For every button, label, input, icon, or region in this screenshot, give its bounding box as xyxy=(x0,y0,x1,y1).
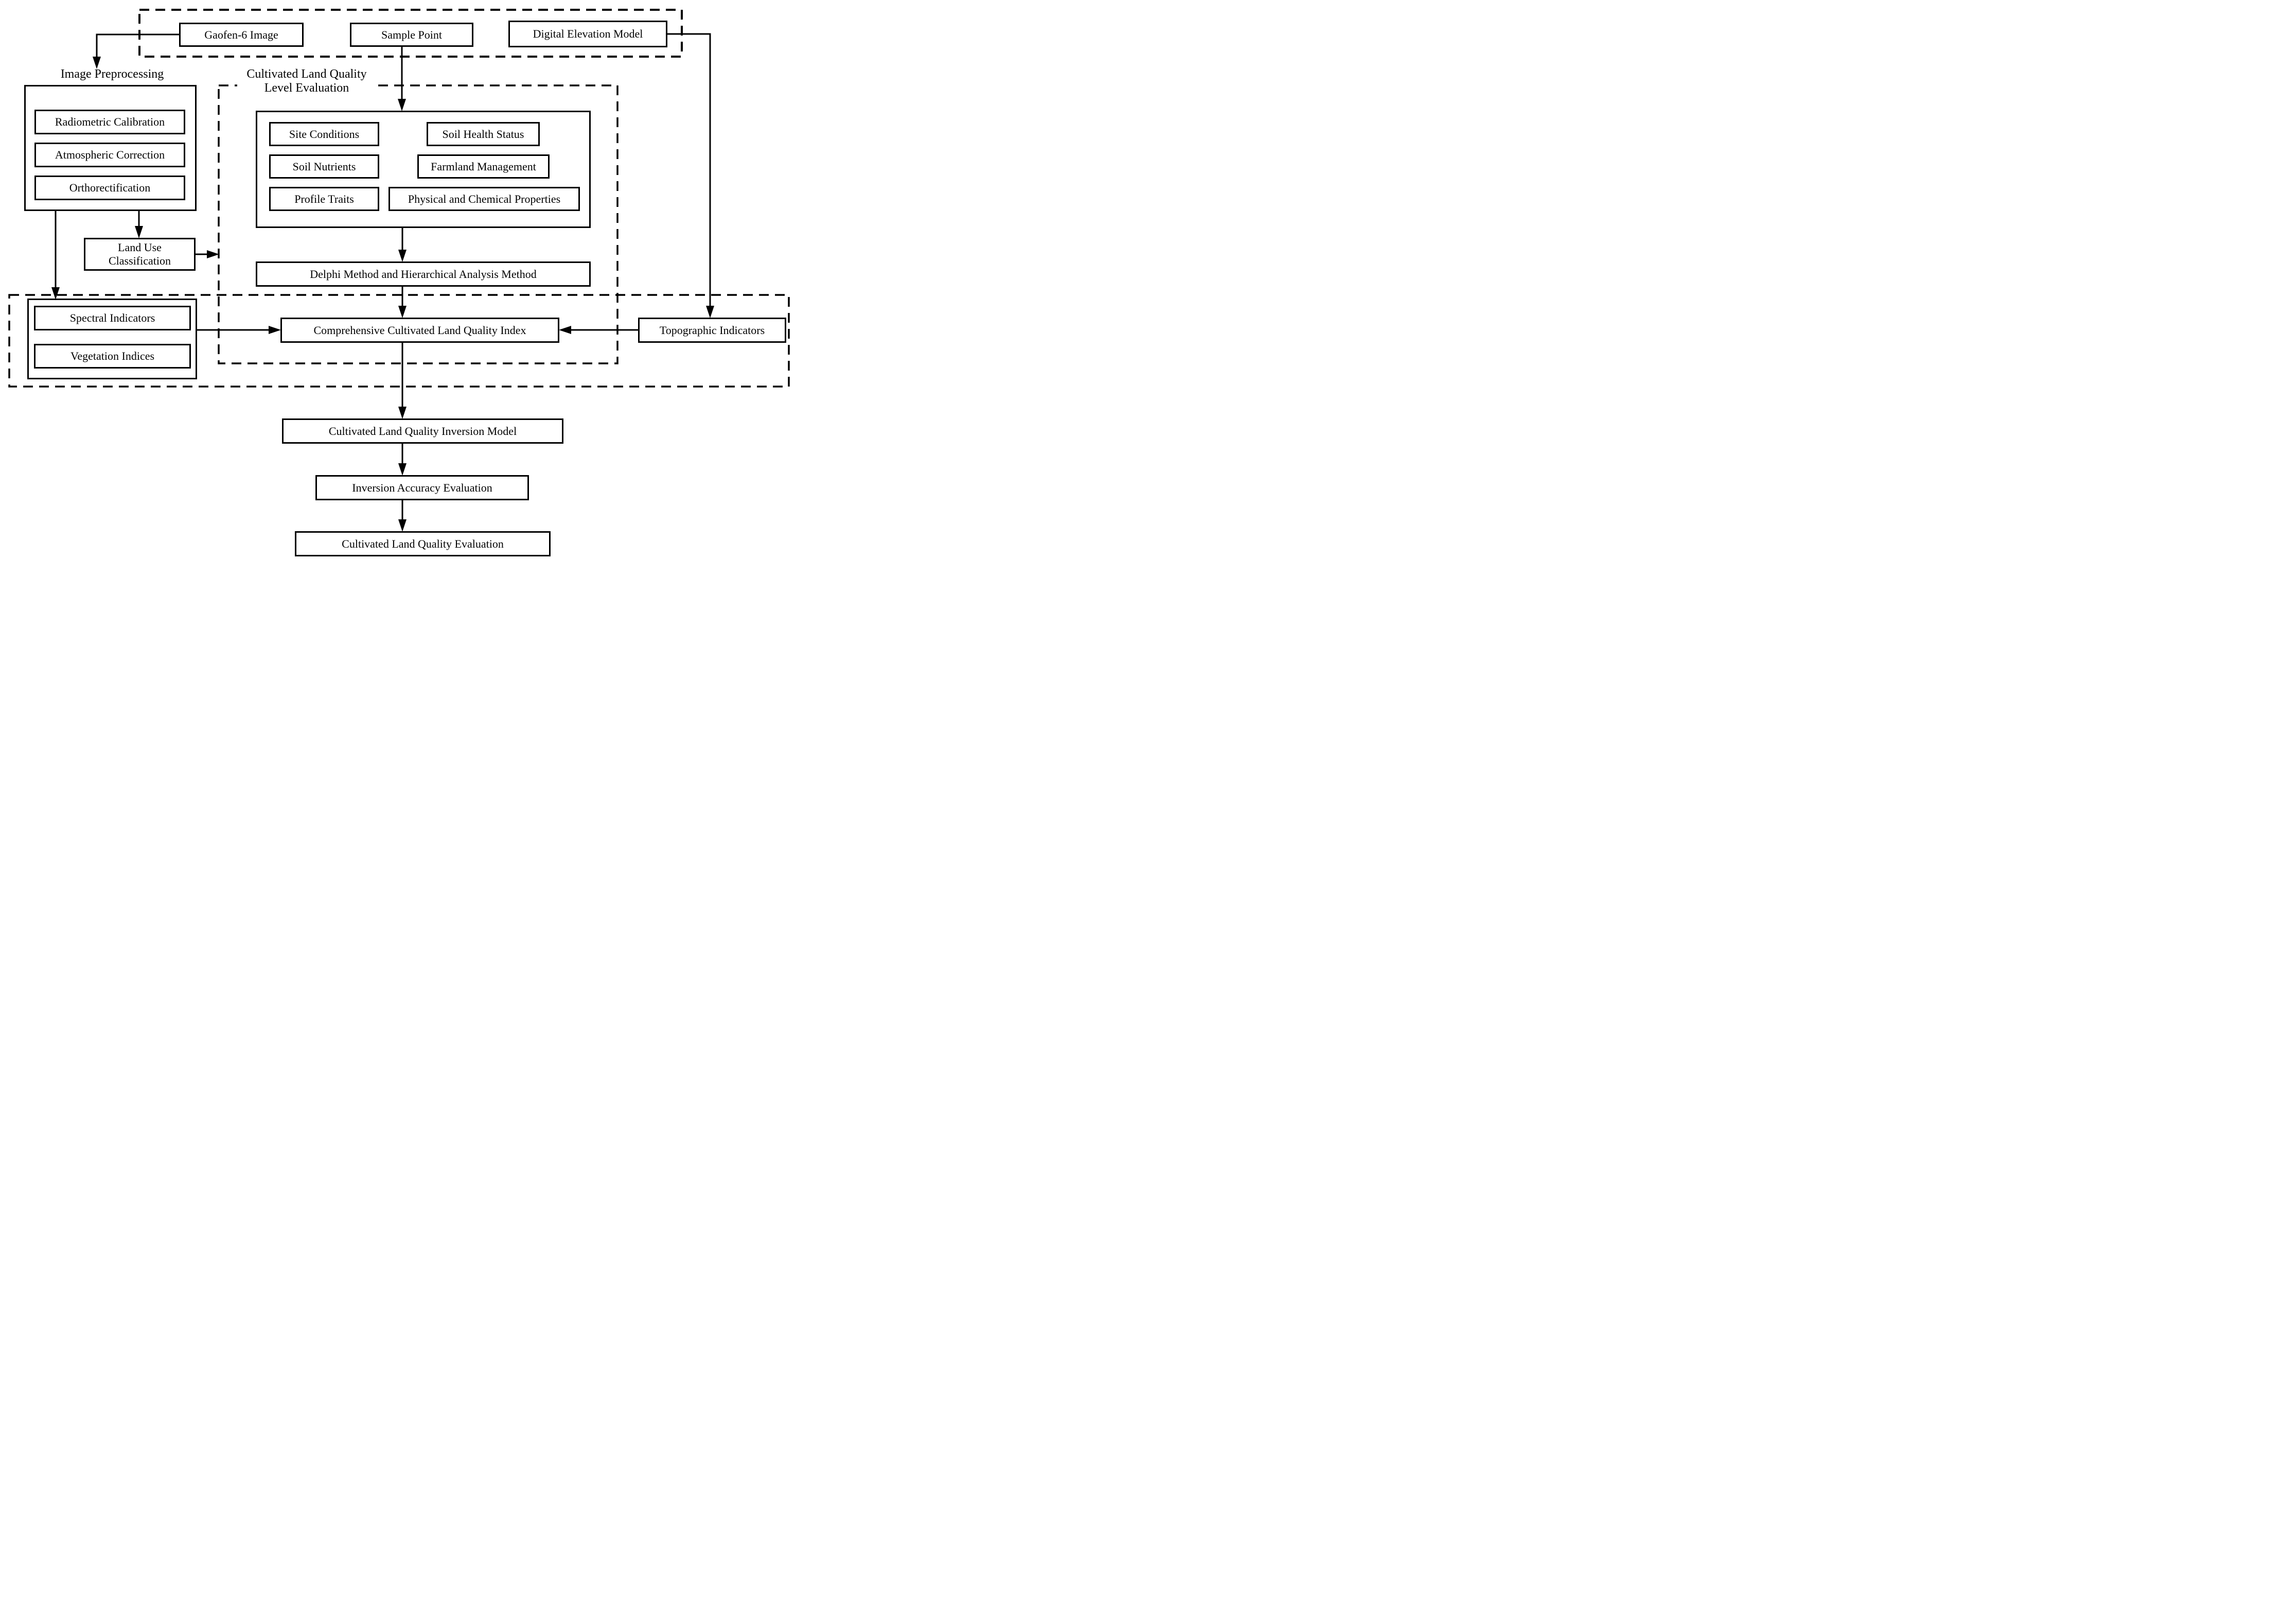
group-image-preprocessing xyxy=(24,85,197,211)
node-inversion-model: Cultivated Land Quality Inversion Model xyxy=(282,418,563,444)
node-sample-point: Sample Point xyxy=(350,23,473,47)
node-radiometric-calibration: Radiometric Calibration xyxy=(34,110,185,134)
node-delphi-hierarchical-method: Delphi Method and Hierarchical Analysis … xyxy=(256,261,591,287)
node-profile-traits: Profile Traits xyxy=(269,187,379,211)
group-quality-indicators xyxy=(8,294,790,388)
label-level-evaluation: Cultivated Land Quality Level Evaluation xyxy=(237,67,376,95)
node-physical-chemical-properties: Physical and Chemical Properties xyxy=(388,187,580,211)
group-evaluation-factors xyxy=(256,111,591,228)
node-land-use-classification: Land Use Classification xyxy=(84,238,196,271)
group-spectral-vegetation xyxy=(27,299,197,379)
node-vegetation-indices: Vegetation Indices xyxy=(34,344,191,369)
group-level-evaluation xyxy=(218,84,619,364)
node-soil-nutrients: Soil Nutrients xyxy=(269,154,379,179)
node-comprehensive-index: Comprehensive Cultivated Land Quality In… xyxy=(280,318,559,343)
node-topographic-indicators: Topographic Indicators xyxy=(638,318,786,343)
node-inversion-accuracy-evaluation: Inversion Accuracy Evaluation xyxy=(315,475,529,500)
flowchart-canvas: Gaofen-6 Image Sample Point Digital Elev… xyxy=(0,0,796,558)
node-digital-elevation-model: Digital Elevation Model xyxy=(508,21,667,47)
node-spectral-indicators: Spectral Indicators xyxy=(34,306,191,330)
node-atmospheric-correction: Atmospheric Correction xyxy=(34,143,185,167)
node-soil-health-status: Soil Health Status xyxy=(427,122,540,146)
node-gaofen6-image: Gaofen-6 Image xyxy=(179,23,304,47)
node-farmland-management: Farmland Management xyxy=(417,154,550,179)
node-cultivated-land-quality-evaluation: Cultivated Land Quality Evaluation xyxy=(295,531,551,556)
label-image-preprocessing: Image Preprocessing xyxy=(56,67,169,81)
node-site-conditions: Site Conditions xyxy=(269,122,379,146)
node-orthorectification: Orthorectification xyxy=(34,176,185,200)
